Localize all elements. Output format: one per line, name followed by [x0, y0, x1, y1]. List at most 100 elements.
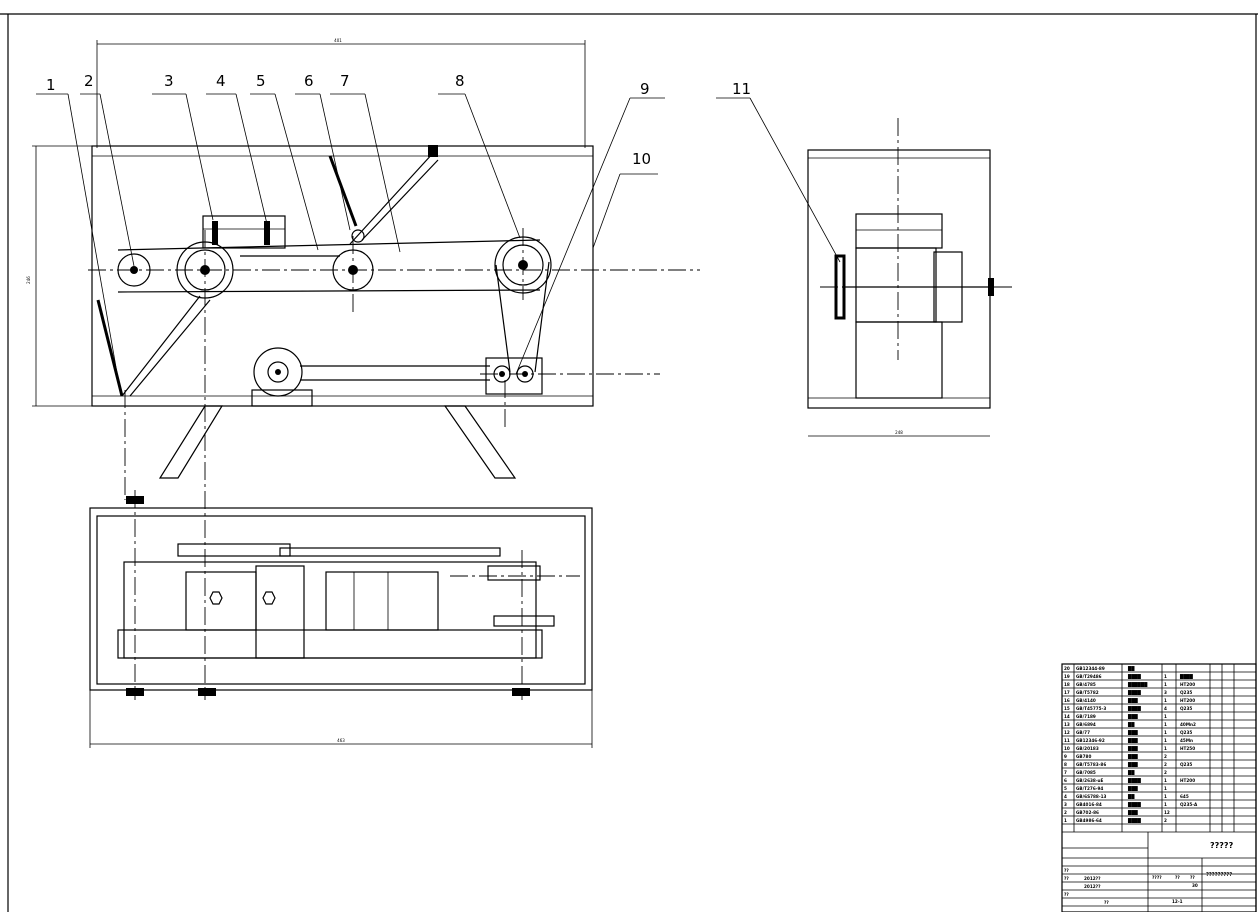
bom-cell-no: 20: [1064, 666, 1070, 671]
callout-9: 9: [640, 80, 650, 98]
bom-cell-mat: HT200: [1180, 778, 1195, 783]
bom-cell-no: 18: [1064, 682, 1070, 687]
bom-cell-std: GB/T45775-3: [1076, 706, 1106, 711]
bom-cell-std: GB/T29486: [1076, 674, 1102, 679]
bom-cell-no: 13: [1064, 722, 1070, 727]
bom-cell-qty: 1: [1164, 698, 1167, 703]
bom-cell-std: GB/6S788-13: [1076, 794, 1106, 799]
bom-cell-no: 19: [1064, 674, 1070, 679]
callout-7: 7: [340, 72, 350, 90]
callout-3: 3: [164, 72, 174, 90]
bom-cell-mat: 645: [1180, 794, 1189, 799]
front-view: 401 246: [26, 38, 700, 700]
bom-cell-qty: 1: [1164, 722, 1167, 727]
callout-8: 8: [455, 72, 465, 90]
dim-front-height: 246: [26, 276, 31, 284]
bom-cell-name: ████: [1127, 818, 1142, 824]
bom-cell-std: GB/4785: [1076, 682, 1096, 687]
bom-cell-mat: HT200: [1180, 682, 1195, 687]
plan-view: 463: [89, 490, 593, 748]
bom-cell-qty: 1: [1164, 674, 1167, 679]
bom-cell-no: 3: [1064, 802, 1067, 807]
bom-cell-no: 2: [1064, 810, 1067, 815]
bom-cell-std: GB702-86: [1076, 810, 1099, 815]
author-1: ??: [1064, 868, 1069, 873]
bom-cell-no: 15: [1064, 706, 1070, 711]
bom-cell-no: 6: [1064, 778, 1067, 783]
scale-row-3: ??: [1190, 875, 1195, 880]
drawing-no: ?????????: [1206, 872, 1232, 878]
bom-cell-qty: 1: [1164, 714, 1167, 719]
bom-cell-mat: 40Mn2: [1180, 722, 1196, 727]
bom-cell-no: 1: [1064, 818, 1067, 823]
bom-cell-name: ███: [1127, 810, 1138, 816]
drawing-frame: [0, 13, 1258, 912]
bom-cell-no: 7: [1064, 770, 1067, 775]
bom-cell-no: 5: [1064, 786, 1067, 791]
bom-cell-qty: 1: [1164, 746, 1167, 751]
callout-11: 11: [732, 80, 751, 98]
bom-cell-std: GB/7189: [1076, 714, 1096, 719]
bom-cell-mat: Q235-A: [1180, 802, 1198, 807]
bom-cell-qty: 1: [1164, 794, 1167, 799]
bom-cell-qty: 1: [1164, 786, 1167, 791]
author-6: ??: [1104, 900, 1109, 905]
bom-cell-mat: Q235: [1180, 690, 1192, 695]
bom-cell-no: 11: [1064, 738, 1070, 743]
scale: 30: [1192, 883, 1198, 888]
bom-cell-std: GB/7085: [1076, 770, 1096, 775]
dim-plan-width: 463: [337, 738, 345, 743]
author-2: ??: [1064, 876, 1069, 881]
bom-cell-qty: 4: [1164, 706, 1167, 711]
bom-cell-std: GB/T5782: [1076, 690, 1099, 695]
bom-cell-std: GB/T5783-86: [1076, 762, 1106, 767]
bom-cell-no: 4: [1064, 794, 1067, 799]
bom-cell-name: ███: [1127, 746, 1138, 752]
bom-cell-name: ███: [1127, 762, 1138, 768]
callout-10: 10: [632, 150, 651, 168]
bom-cell-no: 10: [1064, 746, 1070, 751]
bom-cell-qty: 1: [1164, 738, 1167, 743]
bom-cell-name: ████: [1127, 690, 1142, 696]
bom-cell-name: ████: [1127, 802, 1142, 808]
bom-cell-qty: 1: [1164, 682, 1167, 687]
bom-cell-name: ███: [1127, 714, 1138, 720]
sheet-no: 12-1: [1172, 899, 1183, 904]
bom-cell-std: GB/2638-uE: [1076, 778, 1104, 783]
bom-cell-name: ██: [1127, 794, 1135, 800]
bom-cell-std: GB/77: [1076, 730, 1090, 735]
bom-cell-std: GB/6894: [1076, 722, 1096, 727]
bom-cell-name: ███: [1127, 730, 1138, 736]
bom-cell-mat: Q235: [1180, 706, 1192, 711]
bom-cell-no: 8: [1064, 762, 1067, 767]
author-5: ??: [1064, 892, 1069, 897]
bom-cell-std: GB4986-64: [1076, 818, 1102, 823]
bom-cell-name: ██: [1127, 666, 1135, 672]
bom-cell-no: 9: [1064, 754, 1067, 759]
bom-cell-mat: 45Mn: [1180, 738, 1193, 743]
bom-cell-qty: 2: [1164, 818, 1167, 823]
bom-cell-std: GB/4140: [1076, 698, 1096, 703]
title-mark: ?????: [1210, 841, 1234, 850]
callout-2: 2: [84, 72, 94, 90]
bom-cell-no: 16: [1064, 698, 1070, 703]
callout-1: 1: [46, 76, 56, 94]
scale-row-1: ????: [1152, 875, 1162, 880]
bom-cell-std: GB4016-84: [1076, 802, 1102, 807]
bom-cell-qty: 3: [1164, 690, 1167, 695]
bom-cell-mat: Q235: [1180, 730, 1192, 735]
author-3: 2012??: [1084, 876, 1101, 881]
bom-cell-mat: HT200: [1180, 698, 1195, 703]
callout-4: 4: [216, 72, 226, 90]
bom-cell-no: 17: [1064, 690, 1070, 695]
author-4: 2012??: [1084, 884, 1101, 889]
bom-cell-std: GB12346-92: [1076, 738, 1105, 743]
bom-cell-std: GB/T276-94: [1076, 786, 1103, 791]
bom-cell-no: 14: [1064, 714, 1070, 719]
callout-6: 6: [304, 72, 314, 90]
bom-cell-mat: ████: [1179, 674, 1194, 680]
bom-cell-mat: HT250: [1180, 746, 1195, 751]
bom-cell-name: ████: [1127, 706, 1142, 712]
